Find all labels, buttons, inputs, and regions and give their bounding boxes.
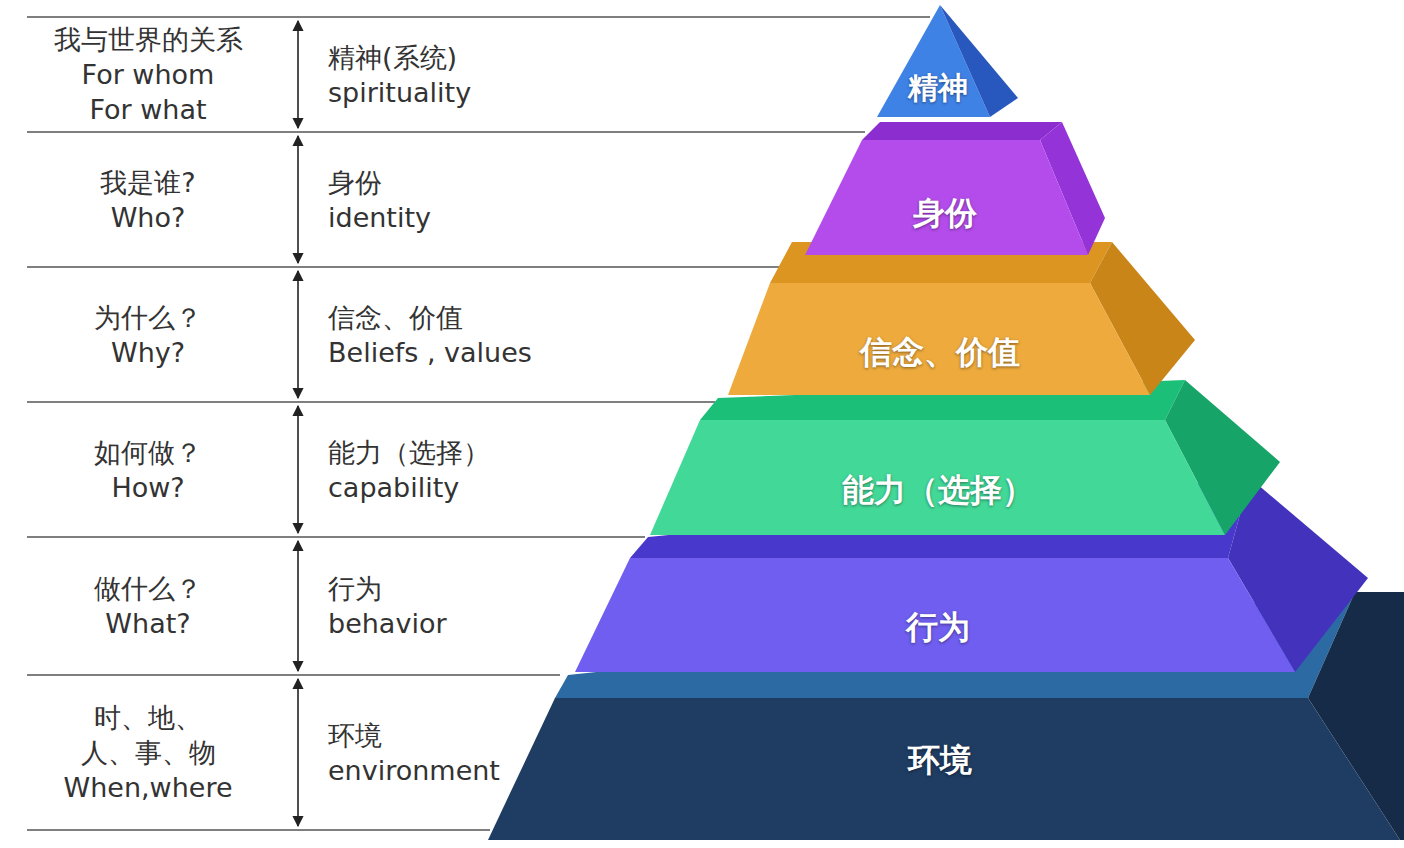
question-column: 做什么？What? (30, 571, 266, 641)
level-title: 身份 (913, 193, 977, 233)
question-column: 时、地、 人、事、物When,where (30, 700, 266, 805)
level-column: 能力（选择）capability (328, 435, 588, 505)
level-column: 行为behavior (328, 571, 588, 641)
question-text: Why? (30, 335, 266, 370)
level-text: Beliefs , values (328, 335, 588, 370)
level-shape (728, 242, 1195, 395)
question-text: 我是谁? (30, 165, 266, 200)
level-text: 能力（选择） (328, 435, 588, 470)
level-face (728, 283, 1150, 395)
level-title: 环境 (908, 740, 972, 780)
level-face (575, 558, 1295, 672)
question-text: When,where (30, 770, 266, 805)
level-text: capability (328, 470, 588, 505)
question-text: Who? (30, 200, 266, 235)
pyramid-level: 精神 (877, 5, 1018, 117)
level-column: 身份identity (328, 165, 588, 235)
question-text: How? (30, 470, 266, 505)
level-title: 行为 (906, 607, 970, 647)
pyramid-level: 身份 (805, 122, 1105, 255)
level-text: behavior (328, 606, 588, 641)
question-column: 我与世界的关系For whomFor what (30, 22, 266, 127)
question-column: 我是谁?Who? (30, 165, 266, 235)
question-text: For what (30, 92, 266, 127)
level-face (650, 420, 1225, 535)
level-text: 精神(系统) (328, 40, 588, 75)
level-column: 信念、价值Beliefs , values (328, 300, 588, 370)
question-column: 为什么？Why? (30, 300, 266, 370)
question-text: 如何做？ (30, 435, 266, 470)
pyramid-level: 能力（选择） (650, 380, 1280, 535)
level-face (630, 478, 1250, 558)
question-text: For whom (30, 57, 266, 92)
question-text: 时、地、 人、事、物 (68, 700, 228, 770)
level-face (700, 380, 1185, 420)
question-text: 做什么？ (30, 571, 266, 606)
level-face (862, 122, 1062, 140)
question-text: 我与世界的关系 (30, 22, 266, 57)
pyramid-level: 信念、价值 (728, 242, 1195, 395)
level-text: spirituality (328, 75, 588, 110)
level-column: 精神(系统)spirituality (328, 40, 588, 110)
level-face (488, 698, 1400, 840)
question-text: 为什么？ (30, 300, 266, 335)
level-face (770, 242, 1112, 283)
level-text: identity (328, 200, 588, 235)
level-face (555, 592, 1355, 698)
level-text: 身份 (328, 165, 588, 200)
level-title: 精神 (908, 68, 968, 108)
question-text: What? (30, 606, 266, 641)
question-column: 如何做？How? (30, 435, 266, 505)
level-text: 信念、价值 (328, 300, 588, 335)
level-title: 信念、价值 (860, 332, 1020, 372)
level-title: 能力（选择） (842, 470, 1034, 510)
level-shape (650, 380, 1280, 535)
level-shape (805, 122, 1105, 255)
level-text: 行为 (328, 571, 588, 606)
level-face (805, 140, 1088, 255)
